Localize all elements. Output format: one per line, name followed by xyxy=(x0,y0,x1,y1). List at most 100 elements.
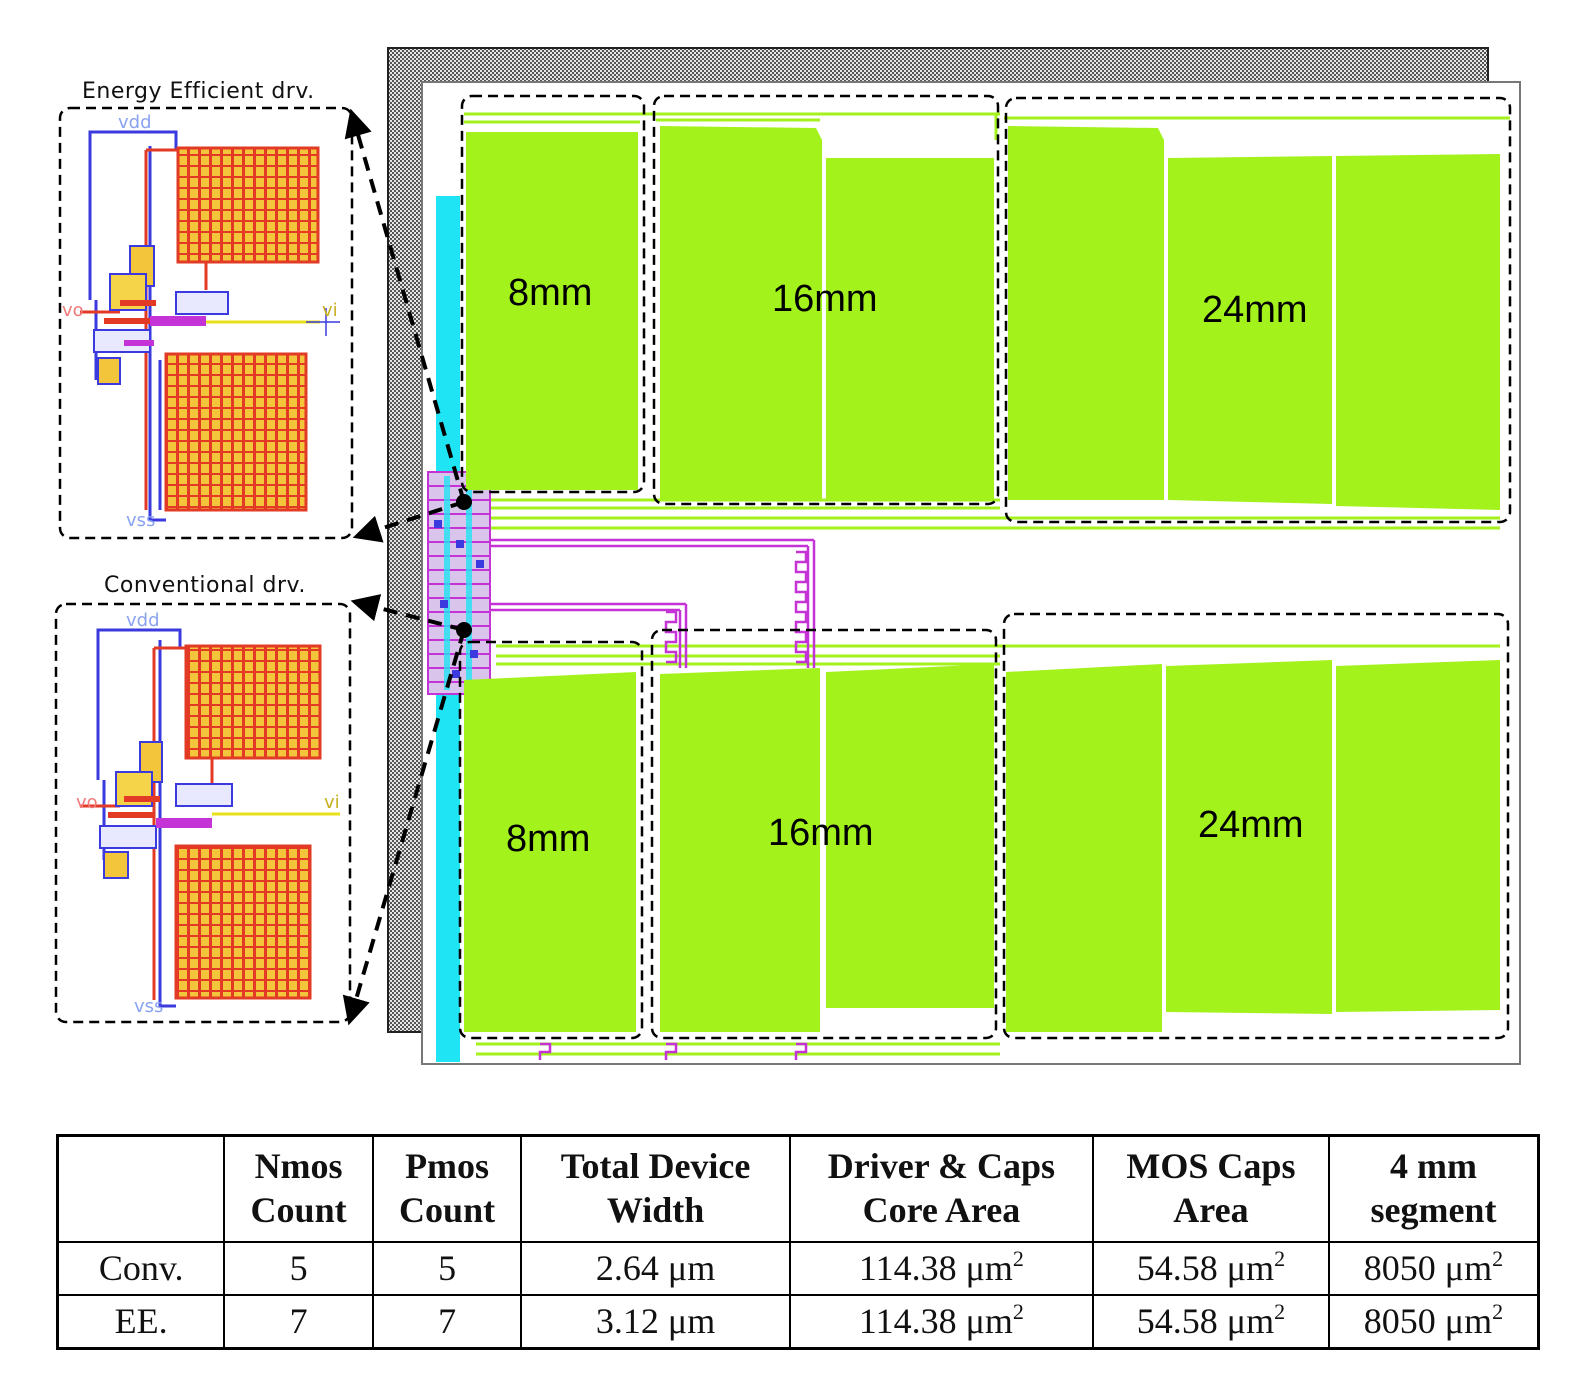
cell-nmos: 7 xyxy=(223,1294,374,1350)
cell-core-area: 114.38 μm2 xyxy=(788,1294,1094,1350)
value: 114.38 μm xyxy=(858,1247,1013,1288)
label-bottom-24mm: 24mm xyxy=(1198,804,1304,846)
cap-bottom-24mm-c xyxy=(1336,660,1500,1012)
exponent: 2 xyxy=(1274,1298,1286,1324)
row-label: Conv. xyxy=(56,1240,226,1297)
conv-pin-vdd: vdd xyxy=(126,610,160,631)
header-text: Driver & Caps xyxy=(827,1146,1056,1187)
mos-cap-blocks xyxy=(464,126,1500,1032)
ee-pin-vss: vss xyxy=(126,510,155,531)
cap-top-24mm-c xyxy=(1336,154,1500,510)
ee-pmos-cap xyxy=(176,146,320,264)
frame-top-16mm xyxy=(652,94,1000,506)
panel-frame-conv xyxy=(54,602,352,1024)
conv-pmos-cap xyxy=(184,644,322,760)
cell-caps-area: 54.58 μm2 xyxy=(1091,1240,1330,1297)
cap-bottom-16mm-b xyxy=(826,664,994,1008)
tap-point-conv xyxy=(456,622,472,638)
cell-width: 2.64 μm xyxy=(520,1240,791,1297)
exponent: 2 xyxy=(1012,1245,1024,1271)
cell-segment: 8050 μm2 xyxy=(1327,1294,1540,1350)
header-empty xyxy=(56,1134,226,1243)
table-row: Conv. 5 5 2.64 μm 114.38 μm2 54.58 μm2 8… xyxy=(56,1240,1540,1297)
cap-bottom-24mm-a xyxy=(1006,664,1162,1032)
exponent: 2 xyxy=(1012,1298,1024,1324)
frame-bottom-8mm xyxy=(458,640,644,1040)
ee-transistor-cluster xyxy=(93,245,229,385)
panel-conventional: Conventional drv. vdd vss vo xyxy=(54,573,352,1024)
cell-segment: 8050 μm2 xyxy=(1327,1240,1540,1297)
conv-nmos-cap xyxy=(174,844,312,1000)
arrow-conv-top xyxy=(350,594,465,632)
cell-pmos: 7 xyxy=(371,1294,523,1350)
conv-pin-vss: vss xyxy=(134,996,163,1017)
header-text: Count xyxy=(250,1190,347,1230)
cap-bottom-24mm-b xyxy=(1166,660,1332,1014)
exponent: 2 xyxy=(1492,1245,1504,1271)
cell-nmos: 5 xyxy=(223,1240,374,1297)
label-top-16mm: 16mm xyxy=(772,278,878,320)
conv-pin-vo: vo xyxy=(76,792,98,813)
cap-top-24mm-b xyxy=(1168,156,1332,504)
header-text: Count xyxy=(399,1190,496,1230)
exponent: 2 xyxy=(1274,1245,1286,1271)
ee-nmos-cap xyxy=(164,352,308,512)
ee-pin-vdd: vdd xyxy=(118,112,152,133)
cap-top-16mm-a xyxy=(660,126,822,500)
chip-layout: 8mm 16mm 24mm 8mm 16mm 24mm xyxy=(387,47,1521,1065)
ee-pin-vi: vi xyxy=(322,300,338,321)
panel-title-energy-efficient: Energy Efficient drv. xyxy=(82,79,315,104)
value: 54.58 μm xyxy=(1136,1247,1275,1288)
header-text: Nmos xyxy=(254,1146,343,1187)
frame-bottom-16mm xyxy=(650,628,998,1040)
frame-bottom-24mm xyxy=(1002,612,1510,1040)
row-label: EE. xyxy=(56,1294,226,1350)
panel-energy-efficient: Energy Efficient drv. xyxy=(58,79,354,540)
cap-bottom-8mm xyxy=(464,672,636,1032)
table-row: EE. 7 7 3.12 μm 114.38 μm2 54.58 μm2 805… xyxy=(56,1294,1540,1350)
panel-title-conventional: Conventional drv. xyxy=(104,573,306,598)
cell-width: 3.12 μm xyxy=(520,1294,791,1350)
exponent: 2 xyxy=(1492,1298,1504,1324)
header-text: Total Device xyxy=(560,1146,751,1187)
header-text: Width xyxy=(606,1190,705,1230)
cell-core-area: 114.38 μm2 xyxy=(788,1240,1094,1297)
arrow-ee-bottom xyxy=(352,500,465,543)
header-text: Area xyxy=(1173,1190,1249,1230)
value: 8050 μm xyxy=(1363,1247,1493,1288)
label-bottom-8mm: 8mm xyxy=(506,818,590,860)
header-text: segment xyxy=(1370,1190,1497,1230)
label-top-8mm: 8mm xyxy=(508,272,592,314)
cap-top-16mm-b xyxy=(826,158,994,500)
cap-top-8mm xyxy=(466,132,638,490)
header-text: Pmos xyxy=(405,1146,490,1187)
ee-pin-vo: vo xyxy=(62,300,84,321)
label-top-24mm: 24mm xyxy=(1202,289,1308,331)
panel-frame-ee xyxy=(58,106,354,540)
label-bottom-16mm: 16mm xyxy=(768,812,874,854)
conv-transistor-cluster xyxy=(99,741,233,879)
cap-bottom-16mm-a xyxy=(660,668,820,1032)
value: 54.58 μm xyxy=(1136,1300,1275,1341)
value: 114.38 μm xyxy=(858,1300,1013,1341)
frame-top-24mm xyxy=(1004,96,1512,524)
cell-pmos: 5 xyxy=(371,1240,523,1297)
tap-point-ee xyxy=(456,494,472,510)
header-text: MOS Caps xyxy=(1126,1146,1296,1187)
metal-routes xyxy=(488,538,816,1060)
frame-top-8mm xyxy=(460,94,646,494)
cell-caps-area: 54.58 μm2 xyxy=(1091,1294,1330,1350)
top-rails xyxy=(464,112,1510,1056)
callout-arrows xyxy=(342,108,466,1026)
conv-pin-vi: vi xyxy=(324,792,340,813)
value: 8050 μm xyxy=(1363,1300,1493,1341)
